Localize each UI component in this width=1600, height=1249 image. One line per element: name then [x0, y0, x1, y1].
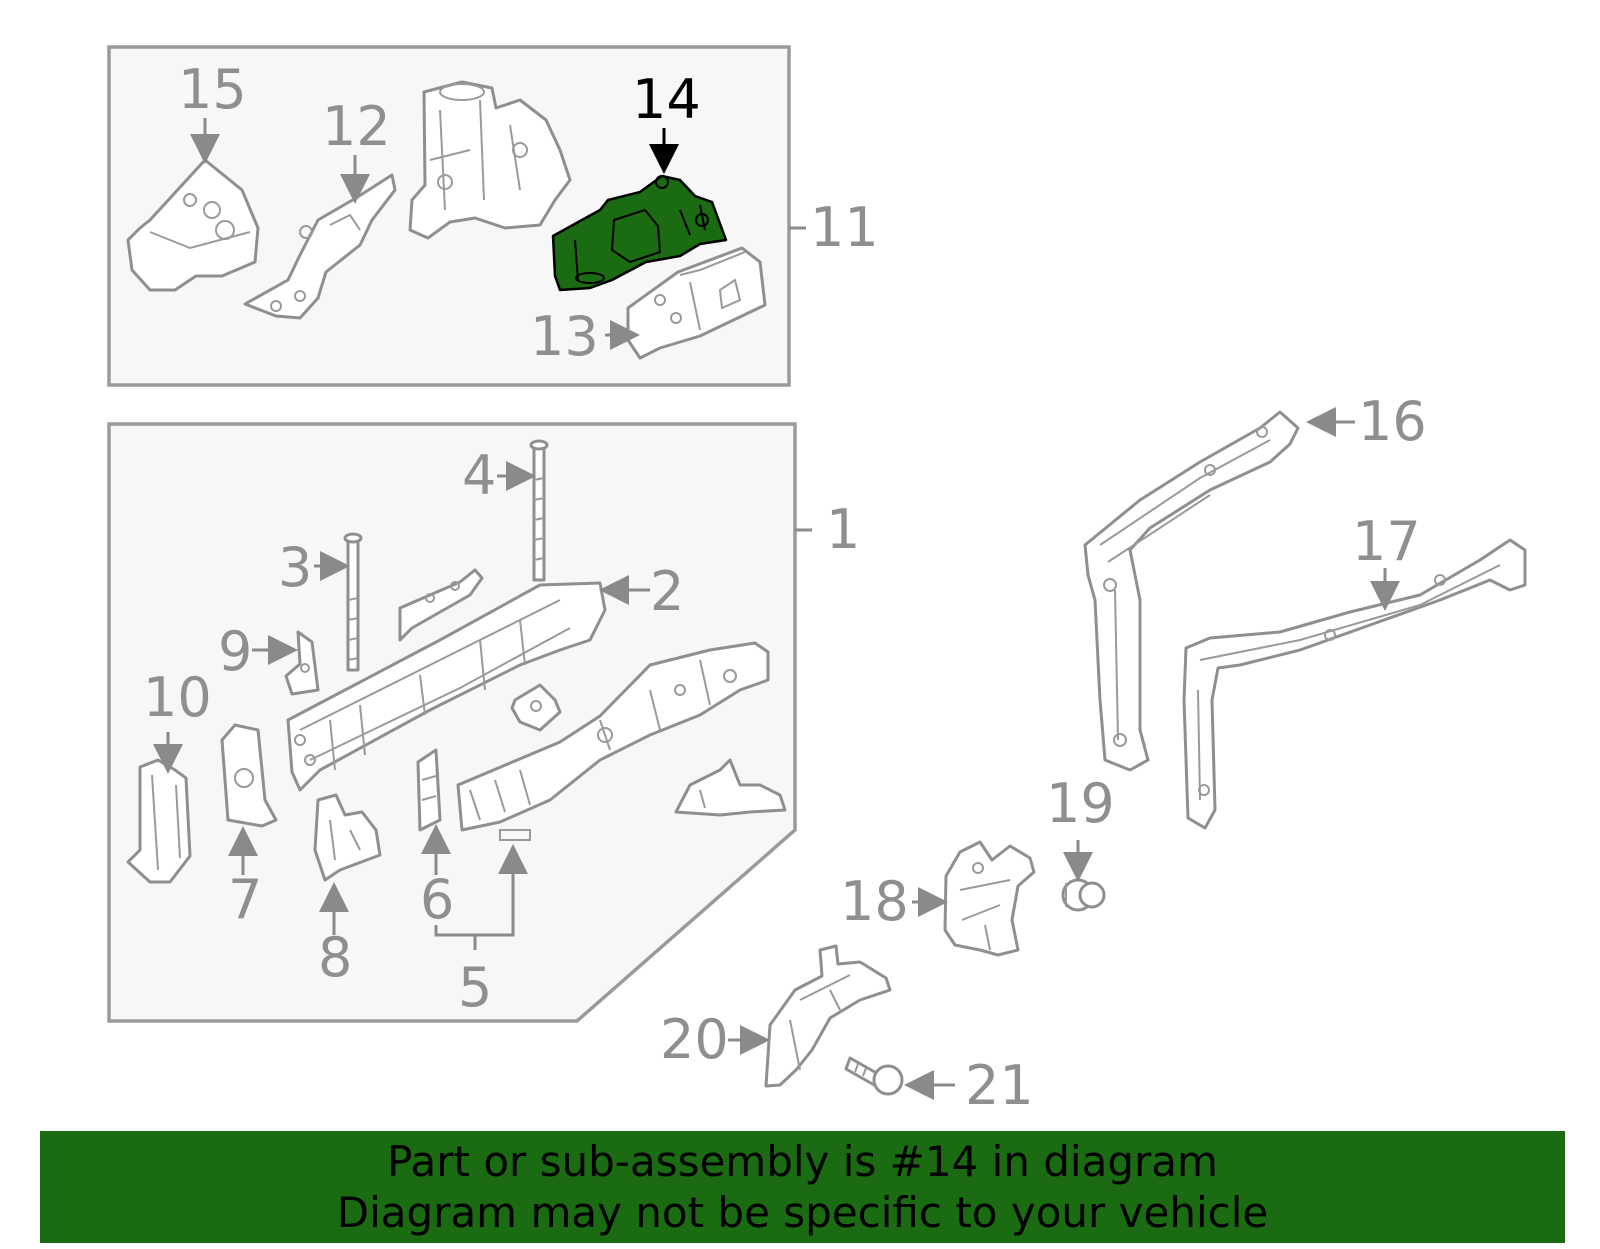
part-21-drawing: [844, 1056, 904, 1096]
callout-20: 20: [660, 1008, 729, 1071]
callout-16: 16: [1358, 390, 1427, 453]
part-7-drawing: [220, 723, 278, 828]
part-2-drawing: [286, 581, 607, 792]
part-8-drawing: [313, 793, 382, 882]
callout-3: 3: [278, 536, 312, 599]
part-12-drawing: [243, 173, 397, 320]
part-rail-bracket-drawing: [398, 568, 484, 642]
banner-line-1: Part or sub-assembly is #14 in diagram: [387, 1137, 1218, 1186]
part-15-drawing: [126, 158, 260, 292]
callout-11: 11: [810, 196, 879, 259]
callout-18: 18: [840, 870, 909, 933]
callout-21: 21: [965, 1054, 1034, 1117]
callout-8: 8: [318, 926, 352, 989]
part-17-drawing: [1182, 538, 1527, 830]
part-inner-fender-drawing: [408, 80, 572, 240]
callout-6: 6: [420, 868, 454, 931]
part-4-drawing: [529, 439, 549, 582]
part-14-drawing: [551, 174, 728, 292]
callout-9: 9: [218, 620, 252, 683]
callout-13: 13: [530, 305, 599, 368]
part-9-drawing: [284, 630, 320, 696]
callout-19: 19: [1046, 772, 1115, 835]
callout-10: 10: [143, 666, 212, 729]
part-18-drawing: [943, 840, 1036, 957]
callout-1: 1: [826, 498, 860, 561]
part-center-bracket-drawing: [510, 683, 562, 732]
leader-lines: [153, 118, 1400, 1100]
part-19-drawing: [1061, 878, 1106, 912]
part-gusset-drawing: [674, 758, 787, 817]
subassembly-box-1: [107, 422, 797, 1023]
banner-line-2: Diagram may not be specific to your vehi…: [336, 1188, 1269, 1237]
callout-14: 14: [632, 68, 701, 131]
callout-5: 5: [458, 956, 492, 1019]
part-5-drawing: [456, 641, 770, 841]
part-16-drawing: [1083, 410, 1300, 772]
part-3-drawing: [343, 532, 363, 672]
callout-7: 7: [228, 868, 262, 931]
part-6-drawing: [416, 748, 442, 832]
info-banner: Part or sub-assembly is #14 in diagram D…: [40, 1131, 1565, 1243]
part-20-drawing: [764, 944, 892, 1088]
callout-17: 17: [1352, 510, 1421, 573]
callout-12: 12: [322, 95, 391, 158]
callout-2: 2: [650, 560, 684, 623]
callout-4: 4: [462, 444, 496, 507]
callout-15: 15: [178, 58, 247, 121]
